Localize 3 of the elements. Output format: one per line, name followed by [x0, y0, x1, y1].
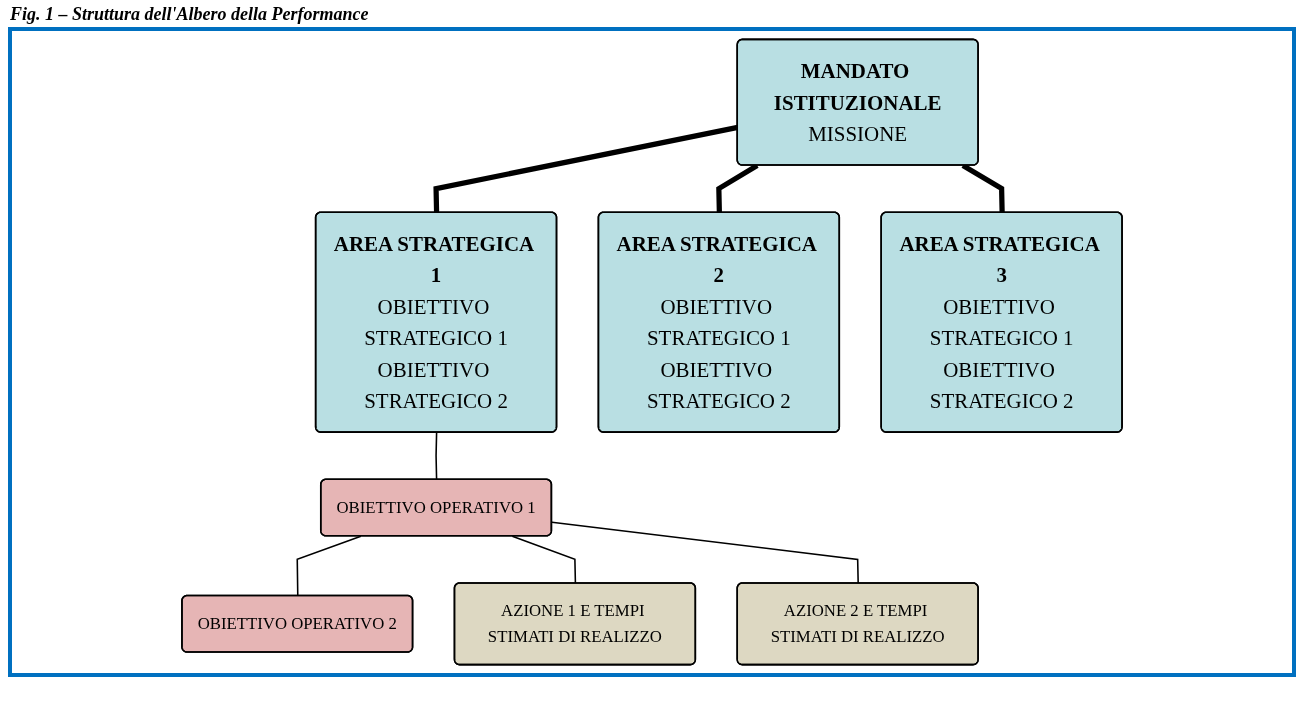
connector: [296, 535, 362, 597]
connector: [435, 431, 438, 481]
figure-title: Fig. 1 – Struttura dell'Albero della Performance: [10, 4, 370, 25]
